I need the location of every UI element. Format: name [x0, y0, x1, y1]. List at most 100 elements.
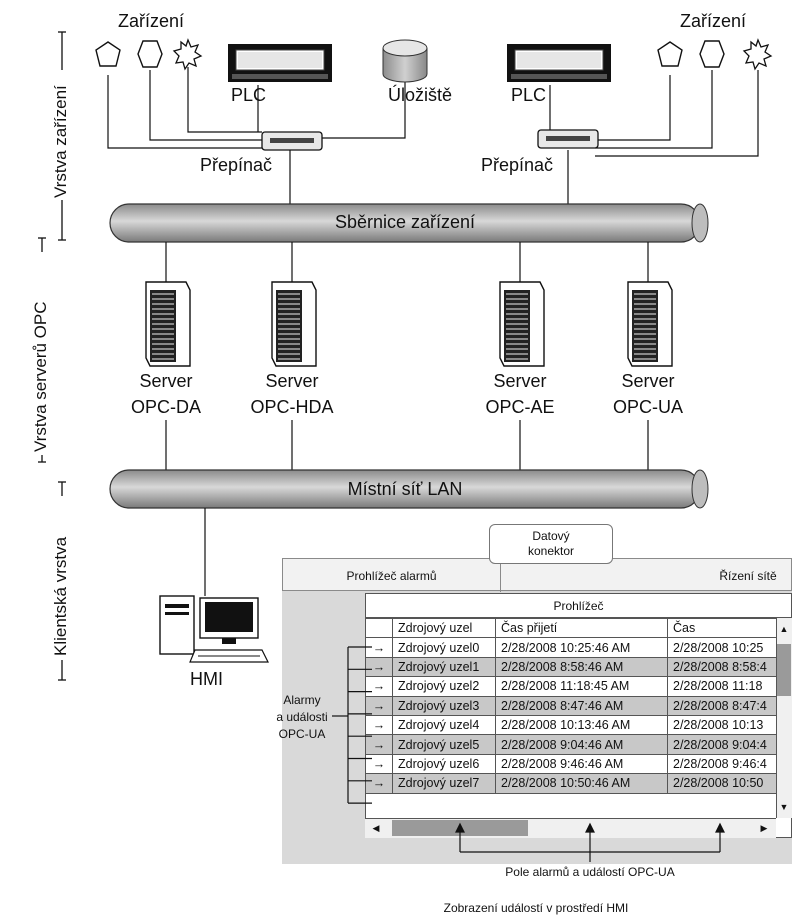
column-header[interactable]: Čas přijetí: [495, 617, 668, 639]
table-cell: Zdrojový uzel5: [392, 734, 496, 755]
table-cell: Zdrojový uzel4: [392, 714, 496, 736]
server-layer-label: Vrstva serverů OPC: [31, 301, 50, 452]
scroll-left-icon[interactable]: ◀: [372, 822, 380, 833]
table-cell: Zdrojový uzel1: [392, 656, 496, 678]
row-arrow-icon: →: [365, 695, 393, 716]
wiring-right: [549, 70, 759, 205]
switch-left: [261, 131, 323, 151]
table-cell: 2/28/2008 10:50: [667, 773, 777, 794]
table-cell: 2/28/2008 9:46:46 AM: [495, 753, 668, 775]
layer-brackets: [38, 31, 66, 681]
field-label: Pole alarmů a událostí OPC-UA: [505, 865, 675, 879]
row-arrow-icon: →: [365, 714, 393, 736]
table-cell: Zdrojový uzel2: [392, 676, 496, 697]
row-arrow-icon: →: [365, 734, 393, 755]
plc-right: [507, 44, 611, 82]
plc-label-right: PLC: [511, 85, 547, 105]
device-hexagon-left: [137, 40, 163, 68]
row-arrow-icon: →: [365, 773, 393, 794]
device-hexagon-right: [699, 40, 725, 68]
wiring-left: [107, 67, 406, 205]
alarms-label-line2: a události: [276, 710, 328, 724]
table-cell: 2/28/2008 11:18:45 AM: [495, 676, 668, 697]
table-cell: 2/28/2008 10:50:46 AM: [495, 773, 668, 794]
table-cell: Zdrojový uzel7: [392, 773, 496, 794]
plc-label-left: PLC: [231, 85, 267, 105]
table-cell: 2/28/2008 8:58:46 AM: [495, 656, 668, 678]
server-opc-ua-line2: OPC-UA: [612, 397, 684, 417]
horizontal-scroll-thumb[interactable]: [392, 820, 528, 836]
switch-right: [537, 129, 599, 149]
server-opc-ua-line1: Server: [621, 371, 675, 391]
data-connector-line1: Datový: [532, 529, 570, 543]
row-arrow-icon: →: [365, 753, 393, 775]
hmi-computer: [159, 595, 269, 663]
table-cell: 2/28/2008 10:25: [667, 637, 777, 658]
device-bus-pipe: [109, 203, 709, 243]
column-header[interactable]: Zdrojový uzel: [392, 617, 496, 639]
plc-left: [228, 44, 332, 82]
table-cell: Zdrojový uzel3: [392, 695, 496, 716]
table-cell: 2/28/2008 8:47:4: [667, 695, 777, 716]
storage-label: Úložiště: [388, 85, 453, 105]
client-layer-label: Klientská vrstva: [51, 536, 70, 656]
device-bus-label: Sběrnice zařízení: [334, 212, 476, 232]
server-opc-hda-line2: OPC-HDA: [250, 397, 334, 417]
scroll-up-icon[interactable]: ▲: [779, 624, 789, 634]
tab-alarm-viewer[interactable]: Prohlížeč alarmů: [283, 559, 501, 592]
table-cell: Zdrojový uzel0: [392, 637, 496, 658]
table-cell: 2/28/2008 9:04:4: [667, 734, 777, 755]
alarms-label-line3: OPC-UA: [278, 727, 326, 741]
devices-label-left: Zařízení: [118, 11, 185, 31]
table-cell: 2/28/2008 11:18: [667, 676, 777, 697]
server-icon-0: [145, 281, 191, 367]
data-connector-line2: konektor: [527, 544, 575, 558]
data-connector-box: Datový konektor: [489, 524, 613, 564]
column-header[interactable]: Čas: [667, 617, 777, 639]
server-opc-hda-line1: Server: [265, 371, 319, 391]
device-pentagon-left: [95, 41, 121, 67]
header-indicator-cell: [365, 617, 393, 639]
server-icon-3: [627, 281, 673, 367]
device-layer-label: Vrstva zařízení: [51, 85, 70, 198]
vertical-scroll-thumb[interactable]: [777, 644, 791, 696]
table-cell: 2/28/2008 8:47:46 AM: [495, 695, 668, 716]
hmi-label: HMI: [190, 669, 223, 689]
row-arrow-icon: →: [365, 676, 393, 697]
table-cell: 2/28/2008 10:13: [667, 714, 777, 736]
device-star-right: [742, 38, 773, 71]
device-pentagon-right: [657, 41, 683, 67]
row-arrow-icon: →: [365, 637, 393, 658]
tab-network-control[interactable]: Řízení sítě: [719, 568, 777, 583]
table-cell: 2/28/2008 9:46:4: [667, 753, 777, 775]
row-arrow-icon: →: [365, 656, 393, 678]
browser-title: Prohlížeč: [365, 594, 792, 618]
table-cell: Zdrojový uzel6: [392, 753, 496, 775]
server-opc-da-line1: Server: [139, 371, 193, 391]
server-icon-2: [499, 281, 545, 367]
table-cell: 2/28/2008 8:58:4: [667, 656, 777, 678]
figure-caption: Zobrazení událostí v prostředí HMI: [443, 901, 629, 915]
scroll-right-icon[interactable]: ▶: [760, 822, 768, 833]
alarms-label-line1: Alarmy: [283, 693, 321, 707]
switch-label-left: Přepínač: [200, 155, 273, 175]
device-star-left: [172, 38, 203, 71]
table-cell: 2/28/2008 10:25:46 AM: [495, 637, 668, 658]
server-links-top: [165, 242, 649, 282]
scroll-down-icon[interactable]: ▼: [779, 802, 789, 812]
table-cell: 2/28/2008 10:13:46 AM: [495, 714, 668, 736]
server-opc-ae-line1: Server: [493, 371, 547, 391]
server-icon-1: [271, 281, 317, 367]
